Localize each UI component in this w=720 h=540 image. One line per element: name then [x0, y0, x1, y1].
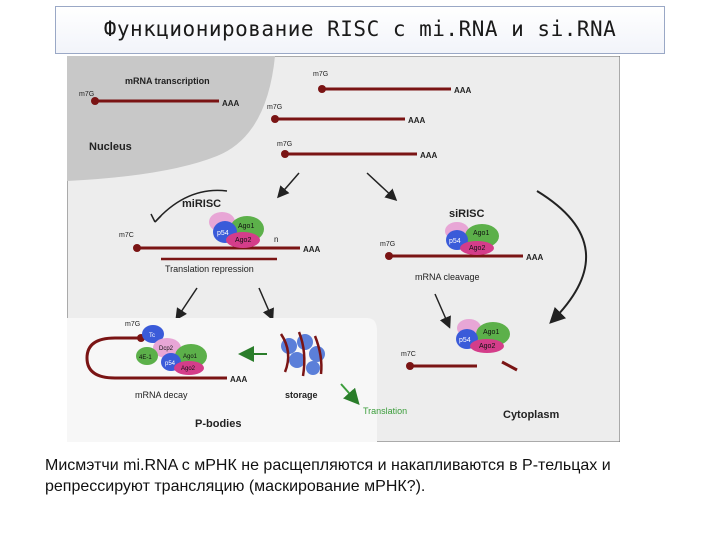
polya-label: AAA — [526, 253, 544, 262]
mrna-cap — [318, 85, 326, 93]
arrow — [434, 293, 451, 329]
protein-label: Ago2 — [469, 245, 485, 252]
cap-label: m7G — [79, 91, 94, 98]
arrow — [277, 172, 300, 199]
mrna-cap — [385, 252, 393, 260]
translation-label: Translation — [363, 406, 407, 416]
protein-label: Ago1 — [238, 223, 254, 230]
cap-label: m7G — [267, 104, 282, 111]
n-label: n — [274, 235, 278, 244]
polya-label: AAA — [222, 99, 240, 108]
protein-label: Ago2 — [479, 343, 495, 350]
title-box: Функционирование RISC с mi.RNA и si.RNA — [55, 6, 665, 54]
tc-protein — [142, 325, 164, 343]
curved-arrow-head — [150, 213, 162, 223]
protein-label: Ago1 — [473, 230, 489, 237]
p-bodies-label: P-bodies — [195, 418, 241, 430]
storage-cluster — [279, 331, 325, 377]
mrna-strand — [85, 336, 227, 380]
protein-label: p54 — [459, 337, 471, 344]
recycle-arrow — [536, 190, 587, 324]
cap-label: m7G — [277, 141, 292, 148]
sirisc-label: siRISC — [449, 208, 485, 220]
arrow — [175, 287, 198, 321]
mrna-decay-label: mRNA decay — [135, 390, 188, 400]
protein-label: Tc — [149, 333, 155, 339]
cap-label: m7C — [119, 232, 134, 239]
protein-label: Ago1 — [483, 329, 499, 336]
e4e1-protein — [136, 347, 158, 365]
translation-repression-label: Translation repression — [165, 264, 254, 274]
ago2-protein — [470, 339, 504, 353]
ago2-protein — [226, 232, 260, 248]
caption: Мисмэтчи mi.RNA с мРНК не расщепляются и… — [45, 457, 611, 495]
cap-label: m7G — [313, 71, 328, 78]
protein-label: Dcp2 — [159, 346, 174, 352]
arrow — [258, 287, 274, 321]
risc-diagram: mRNA transcription Nucleus m7G AAA m7G A… — [66, 55, 621, 443]
mrna-cap — [133, 244, 141, 252]
mrna-cap — [271, 115, 279, 123]
mrna-cap — [91, 97, 99, 105]
nucleus-label: Nucleus — [89, 141, 132, 153]
mrna-cleavage-label: mRNA cleavage — [415, 272, 480, 282]
cap-label: m7G — [380, 241, 395, 248]
page-title: Функционирование RISC с mi.RNA и si.RNA — [103, 17, 617, 41]
protein-label: p54 — [217, 230, 229, 237]
mrna-fragment — [501, 360, 518, 372]
mrna-transcription-label: mRNA transcription — [125, 76, 210, 86]
protein-label: Ago2 — [181, 366, 196, 372]
translation-arrow — [340, 383, 360, 405]
protein-label: p54 — [165, 361, 176, 367]
polya-label: AAA — [303, 245, 321, 254]
polya-label: AAA — [408, 116, 426, 125]
dcp2-protein — [153, 338, 181, 358]
diagram-svg: mRNA transcription Nucleus m7G AAA m7G A… — [66, 55, 621, 443]
ago2-protein — [174, 361, 204, 375]
cap-label: m7G — [125, 321, 140, 328]
ago2-protein — [460, 241, 494, 255]
cap-label: m7C — [401, 351, 416, 358]
mrna-cap — [281, 150, 289, 158]
curved-arrow — [154, 189, 228, 223]
mrna-cap — [406, 362, 414, 370]
polya-label: AAA — [230, 375, 248, 384]
cytoplasm-label: Cytoplasm — [503, 409, 559, 421]
protein-label: Ago2 — [235, 237, 251, 244]
nucleus-region — [67, 56, 275, 181]
protein-label: p54 — [449, 238, 461, 245]
mirisc-label: miRISC — [182, 198, 221, 210]
polya-label: AAA — [420, 151, 438, 160]
polya-label: AAA — [454, 86, 472, 95]
storage-label: storage — [285, 390, 318, 400]
protein-label: Ago1 — [183, 354, 198, 360]
protein-label: 4E-1 — [139, 355, 152, 361]
arrow — [366, 172, 398, 202]
